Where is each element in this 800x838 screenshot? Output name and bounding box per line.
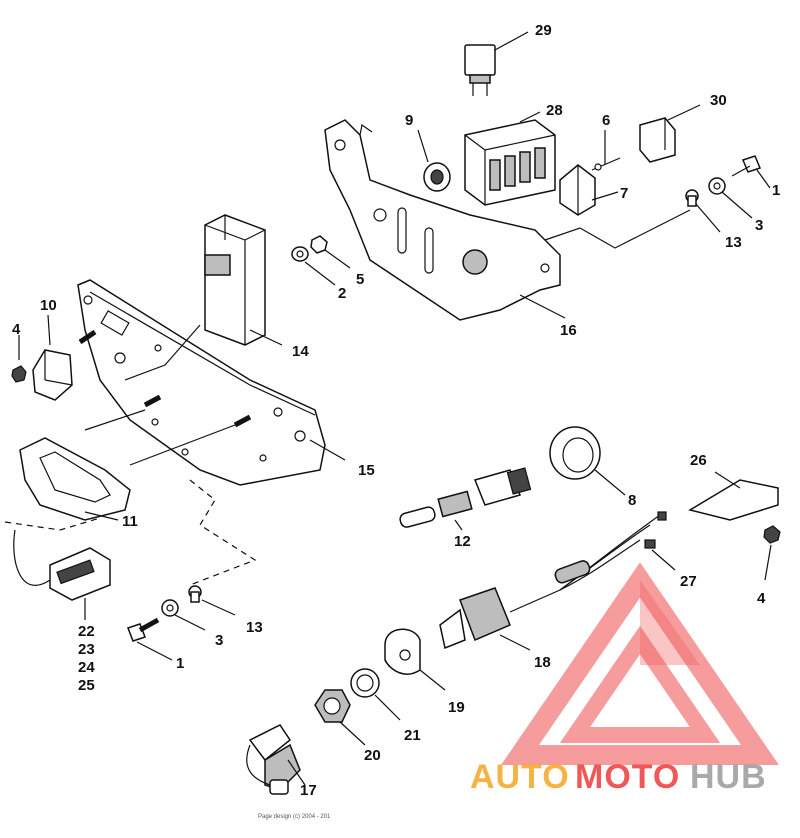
callout-13-top: 13 — [725, 234, 742, 251]
fuse-block-28 — [464, 111, 556, 206]
watermark-auto: AUTO — [470, 758, 570, 796]
callout-15: 15 — [358, 462, 375, 479]
callout-9: 9 — [405, 112, 413, 129]
nut-20 — [314, 689, 366, 746]
nut-4-left — [11, 335, 27, 383]
mounting-plate-15 — [77, 279, 346, 486]
sensor-12 — [399, 467, 532, 531]
callout-29: 29 — [535, 22, 552, 39]
callout-1-bottom: 1 — [176, 655, 184, 672]
callout-7: 7 — [620, 185, 628, 202]
callout-21: 21 — [404, 727, 421, 744]
callout-18: 18 — [534, 654, 551, 671]
ring-8 — [549, 426, 626, 496]
washer-2 — [291, 246, 336, 286]
callout-17: 17 — [300, 782, 317, 799]
key-17 — [246, 724, 306, 795]
callout-6: 6 — [602, 112, 610, 129]
bracket-26 — [688, 471, 779, 521]
washer-3-bottom — [161, 599, 206, 631]
pin-6 — [591, 130, 621, 171]
callout-2: 2 — [338, 285, 346, 302]
washer-21 — [350, 668, 401, 721]
relay-10 — [32, 314, 73, 401]
nut-4-right — [763, 525, 781, 581]
callout-25: 25 — [78, 677, 95, 694]
bolt-1-bottom — [127, 617, 173, 661]
callout-20: 20 — [364, 747, 381, 764]
callout-3-top: 3 — [755, 217, 763, 234]
fuse-29 — [464, 31, 529, 96]
bracket-16 — [324, 119, 566, 321]
watermark-moto: MOTO — [575, 758, 680, 796]
clip-7 — [559, 164, 619, 216]
callout-16: 16 — [560, 322, 577, 339]
spacer-13-bottom — [188, 585, 236, 616]
sender-18 — [439, 587, 561, 651]
callout-19: 19 — [448, 699, 465, 716]
module-14 — [204, 214, 283, 346]
callout-1-top: 1 — [772, 182, 780, 199]
automotohub-logo — [501, 562, 779, 765]
callout-30: 30 — [710, 92, 727, 109]
callout-10: 10 — [40, 297, 57, 314]
wire-harness-27 — [554, 511, 676, 591]
watermark-hub: HUB — [690, 758, 767, 796]
callout-3-bottom: 3 — [215, 632, 223, 649]
callout-26: 26 — [690, 452, 707, 469]
callout-4-left: 4 — [12, 321, 21, 338]
callout-24: 24 — [78, 659, 95, 676]
callout-12: 12 — [454, 533, 471, 550]
callout-14: 14 — [292, 343, 309, 360]
callout-27: 27 — [680, 573, 697, 590]
boot-11 — [19, 437, 131, 521]
circuit-breaker-30 — [639, 104, 701, 163]
callout-28: 28 — [546, 102, 563, 119]
callout-23: 23 — [78, 641, 95, 658]
grommet-9 — [417, 129, 451, 192]
studs — [78, 329, 252, 428]
callout-22: 22 — [78, 623, 95, 640]
callout-8: 8 — [628, 492, 636, 509]
bolt-1-top — [731, 155, 771, 189]
nut-5 — [310, 235, 351, 269]
washer-3-top — [708, 177, 753, 219]
callout-5: 5 — [356, 271, 364, 288]
callout-13-bottom: 13 — [246, 619, 263, 636]
spacer-13-top — [685, 189, 721, 233]
callout-4-right: 4 — [757, 590, 766, 607]
callout-11: 11 — [122, 513, 138, 530]
tab-washer-19 — [384, 628, 446, 691]
connector-22 — [13, 529, 111, 620]
copyright-text: Page design (c) 2004 - 201 — [258, 814, 331, 820]
